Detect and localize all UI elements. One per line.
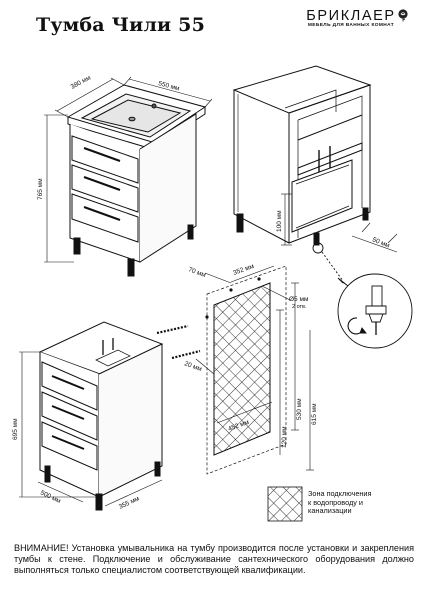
dim-hole-count: 2 отв. <box>292 304 307 310</box>
leg-adjuster-callout <box>312 242 413 349</box>
legend: Зона подключения к водопроводу и канализ… <box>308 489 372 516</box>
legend-line: канализации <box>308 506 352 516</box>
dim-leg-offset: 50 мм <box>371 236 391 249</box>
legend-swatch <box>267 486 303 522</box>
legend-line: Зона подключения <box>308 489 372 498</box>
brand-logo: БРИКЛАЕР МЕБЕЛЬ ДЛЯ ВАННЫХ КОМНАТ <box>292 8 410 28</box>
brand-name: БРИКЛАЕР <box>306 8 396 24</box>
cabinet-wall-mount <box>38 321 201 511</box>
dim-bottom-width: 355 мм <box>118 495 141 511</box>
dim-plinth-height: 100 мм <box>276 210 283 232</box>
dimension-lines-bottom-left <box>19 351 163 507</box>
dim-bottom-depth: 500 мм <box>39 489 62 505</box>
page-title: Тумба Чили 55 <box>36 14 205 36</box>
dim-height-total: 765 мм <box>37 178 44 200</box>
dim-hole-offset: 70 мм <box>187 266 207 279</box>
dim-top-depth: 380 мм <box>70 74 93 91</box>
dim-top-width: 550 мм <box>157 80 180 92</box>
dim-zone-height: 530 мм <box>296 398 303 420</box>
brand-tagline: МЕБЕЛЬ ДЛЯ ВАННЫХ КОМНАТ <box>307 23 395 28</box>
dim-hole-diameter: Ø5 мм <box>289 296 309 303</box>
dim-zone-top: 120 мм <box>281 426 288 448</box>
dim-hole-span: 352 мм <box>232 263 255 277</box>
cabinet-with-sink <box>66 84 207 277</box>
wall-connection-zone <box>205 265 287 475</box>
dimension-lines-bottom-right <box>195 265 314 471</box>
rose-icon <box>398 9 408 22</box>
dim-bottom-height: 695 мм <box>12 418 19 440</box>
dimension-lines-top-right <box>281 193 398 253</box>
legend-line: к водопроводу и <box>308 497 363 507</box>
cabinet-carcass <box>232 65 372 246</box>
dim-wall-height: 615 мм <box>311 403 318 425</box>
warning-note: ВНИМАНИЕ! Установка умывальника на тумбу… <box>14 543 414 576</box>
dimension-lines-top-left <box>44 76 213 263</box>
